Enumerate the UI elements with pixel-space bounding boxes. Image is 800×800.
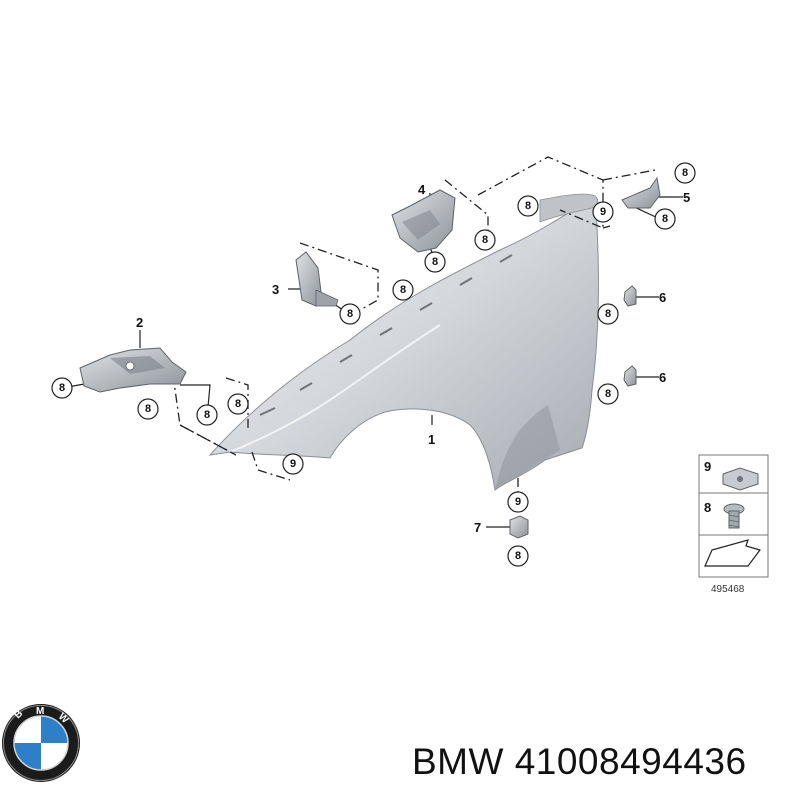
svg-text:8: 8 [347, 308, 353, 320]
svg-text:8: 8 [515, 550, 521, 562]
bracket-part-4 [391, 189, 456, 253]
svg-text:8: 8 [59, 382, 65, 394]
fastener-legend: 9 8 495468 [698, 454, 769, 595]
bracket-part-3 [295, 251, 339, 307]
bracket-part-2 [79, 347, 187, 393]
bmw-logo: B M W [2, 704, 80, 782]
part-label-3: 3 [272, 282, 279, 297]
callout-9: 9 [507, 491, 529, 513]
part-label-1: 1 [428, 432, 435, 447]
part-label-4: 4 [418, 182, 426, 197]
arrow-icon [704, 539, 762, 567]
part-label-6-lower: 6 [659, 370, 666, 385]
fender-part [208, 193, 599, 491]
part-label-5: 5 [683, 190, 690, 205]
svg-text:8: 8 [145, 403, 151, 415]
legend-label-8: 8 [704, 500, 711, 515]
fastener-callouts-9: 9 9 9 [282, 201, 614, 513]
callout-8: 8 [507, 545, 529, 567]
figure-number: 495468 [711, 584, 745, 595]
callout-8: 8 [424, 251, 446, 273]
callout-8: 8 [392, 279, 414, 301]
screw-icon [723, 503, 745, 529]
part-label-6-upper: 6 [659, 290, 666, 305]
callout-8: 8 [517, 195, 539, 217]
part-label-2: 2 [136, 315, 143, 330]
svg-text:8: 8 [204, 409, 210, 421]
callout-8: 8 [597, 383, 619, 405]
bracket-part-5 [621, 176, 661, 209]
svg-text:8: 8 [682, 167, 688, 179]
callout-8: 8 [137, 398, 159, 420]
svg-text:8: 8 [400, 284, 406, 296]
callout-8: 8 [674, 162, 696, 184]
svg-text:9: 9 [515, 496, 521, 508]
clip-part-7 [509, 515, 529, 539]
callout-9: 9 [592, 201, 614, 223]
callout-8: 8 [654, 208, 676, 230]
brand-caption: BMW 41008494436 [412, 741, 747, 782]
callout-8: 8 [339, 303, 361, 325]
clip-part-6-upper [623, 285, 637, 307]
clip-part-6-lower [623, 365, 637, 387]
callout-8: 8 [597, 303, 619, 325]
part-labels: 1 2 3 4 5 6 6 7 [136, 182, 690, 535]
svg-text:8: 8 [605, 308, 611, 320]
speed-nut-icon [722, 467, 759, 491]
fastener-callouts-8: 8 8 8 8 8 8 8 8 8 8 8 8 8 8 [51, 162, 696, 567]
connection-lines [172, 156, 656, 510]
svg-text:9: 9 [290, 458, 296, 470]
svg-text:8: 8 [525, 200, 531, 212]
svg-text:8: 8 [662, 213, 668, 225]
svg-text:8: 8 [482, 234, 488, 246]
callout-8: 8 [227, 393, 249, 415]
legend-label-9: 9 [704, 459, 711, 474]
svg-text:8: 8 [235, 398, 241, 410]
callout-8: 8 [196, 404, 218, 426]
svg-text:8: 8 [605, 388, 611, 400]
callout-9: 9 [282, 453, 304, 475]
svg-text:9: 9 [600, 206, 606, 218]
svg-text:M: M [36, 706, 44, 717]
callout-8: 8 [51, 377, 73, 399]
svg-text:8: 8 [432, 256, 438, 268]
part-label-7: 7 [474, 520, 481, 535]
callout-8: 8 [474, 229, 496, 251]
